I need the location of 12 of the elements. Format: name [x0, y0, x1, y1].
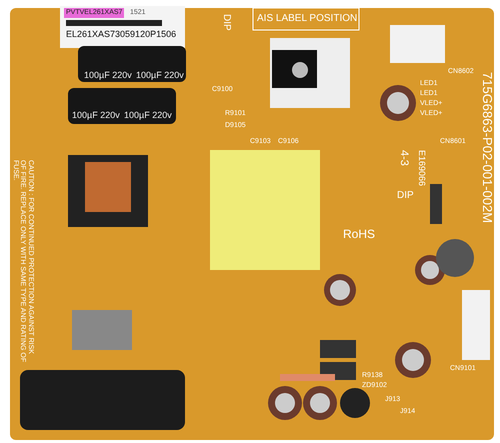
part-number: 715G6863-P02-001-002M [480, 72, 494, 224]
component-marking: 100µF 220v [72, 111, 120, 121]
component-marking: 100µF 220v [124, 111, 172, 121]
certification-number: E169066 [416, 150, 426, 186]
direction-marking: DIP [397, 190, 414, 201]
direction-marking: DIP [221, 14, 232, 31]
serial-number: EL261XAS73059120P1506 [66, 30, 176, 40]
component-marking: 100µF 220v [84, 71, 132, 81]
component-marking: 100µF 220v [136, 71, 184, 81]
board-marking: 4-3 [398, 150, 410, 166]
board-marking: AIS LABEL POSITION [257, 13, 358, 24]
certification-mark: RoHS [343, 228, 376, 242]
